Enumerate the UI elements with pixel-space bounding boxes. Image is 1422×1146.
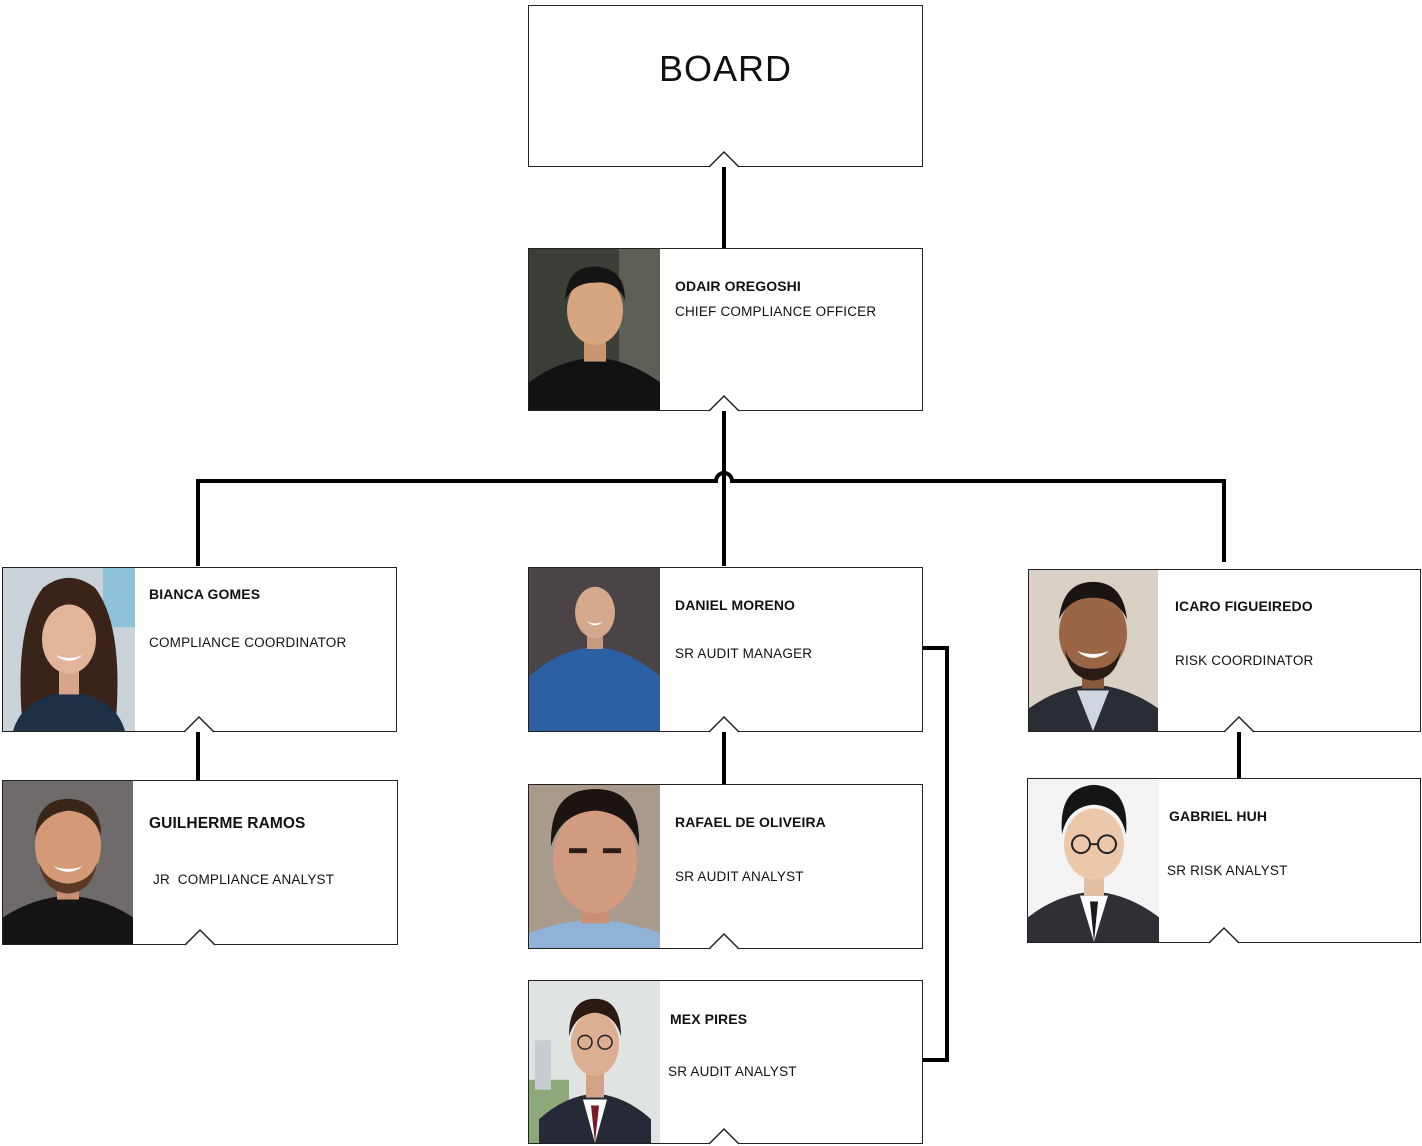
person-card-gabriel: GABRIEL HUH SR RISK ANALYST	[1027, 778, 1421, 943]
person-card-icaro: ICARO FIGUEIREDO RISK COORDINATOR	[1028, 569, 1421, 732]
person-name: RAFAEL DE OLIVEIRA	[675, 814, 826, 830]
avatar	[1029, 570, 1158, 731]
board-box: BOARD	[528, 5, 923, 167]
person-name: GUILHERME RAMOS	[149, 815, 306, 832]
person-role: SR AUDIT MANAGER	[675, 646, 813, 661]
person-name: ICARO FIGUEIREDO	[1175, 598, 1313, 614]
person-name: BIANCA GOMES	[149, 586, 261, 602]
connector-horizontal-branch	[196, 471, 1226, 566]
avatar	[529, 785, 660, 948]
person-role: CHIEF COMPLIANCE OFFICER	[675, 304, 877, 319]
person-card-bianca: BIANCA GOMES COMPLIANCE COORDINATOR	[2, 567, 397, 732]
person-role: SR AUDIT ANALYST	[668, 1064, 797, 1079]
avatar	[529, 981, 660, 1143]
person-name: GABRIEL HUH	[1169, 808, 1268, 824]
board-title: BOARD	[658, 48, 793, 89]
person-role: RISK COORDINATOR	[1175, 653, 1314, 668]
person-role: SR AUDIT ANALYST	[675, 869, 804, 884]
avatar	[3, 568, 135, 731]
avatar	[529, 568, 660, 731]
person-role: COMPLIANCE COORDINATOR	[149, 635, 347, 650]
avatar	[529, 249, 660, 410]
person-card-daniel: DANIEL MORENO SR AUDIT MANAGER	[528, 567, 923, 732]
person-card-rafael: RAFAEL DE OLIVEIRA SR AUDIT ANALYST	[528, 784, 923, 949]
person-name: MEX PIRES	[670, 1011, 748, 1027]
person-card-guilherme: GUILHERME RAMOS JR COMPLIANCE ANALYST	[2, 780, 398, 945]
avatar	[1028, 779, 1159, 942]
avatar	[3, 781, 133, 944]
person-name: ODAIR OREGOSHI	[675, 278, 801, 294]
person-card-odair: ODAIR OREGOSHI CHIEF COMPLIANCE OFFICER	[528, 248, 923, 411]
person-role: SR RISK ANALYST	[1167, 863, 1288, 878]
person-card-mex: MEX PIRES SR AUDIT ANALYST	[528, 980, 923, 1144]
connector-daniel-mex	[922, 646, 949, 1062]
person-role: JR COMPLIANCE ANALYST	[153, 872, 335, 887]
person-name: DANIEL MORENO	[675, 597, 796, 613]
